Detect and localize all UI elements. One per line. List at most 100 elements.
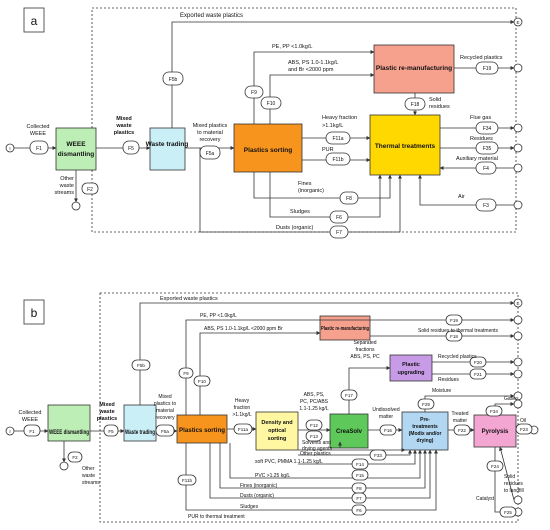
- flow-tag-b-f17: [340, 389, 358, 401]
- label-a-sludges: Sludges: [290, 209, 310, 215]
- flow-a-f1: F1: [36, 146, 42, 152]
- terminal-a-out-label: E: [516, 20, 519, 25]
- label-a-abs-1: ABS, PS 1.0-1.1kg/L: [288, 60, 338, 66]
- flow-b-f11a: F11a: [238, 427, 248, 432]
- flow-b-f1: F1: [29, 429, 35, 434]
- label-b-residues: Residues: [438, 377, 459, 383]
- label-b-separated-1: Separated: [353, 340, 376, 346]
- label-b-heavy-2: fraction: [234, 405, 251, 411]
- label-b-solid-landfill-1: Solid: [504, 474, 515, 480]
- flow-b-f14: F14: [356, 462, 364, 467]
- flow-a-f6: F6: [336, 215, 342, 221]
- flow-tag-b-f33: [369, 449, 387, 461]
- panel-a-label: a: [31, 14, 38, 28]
- flow-a-f19: F19: [483, 66, 492, 72]
- label-a-flue-gas: Flue gas: [470, 115, 491, 121]
- label-a-recovery-2: to material: [197, 130, 223, 136]
- flow-tag-a-f19: [475, 61, 499, 75]
- flow-tag-b-f1: [23, 424, 41, 437]
- box-a-weee-label: dismantling: [58, 151, 95, 158]
- label-b-undissolved-2: matter: [379, 414, 394, 420]
- flow-tag-b-f6: [351, 504, 367, 516]
- label-b-exported: Exported waste plastics: [160, 296, 218, 302]
- flow-b-f24: F24: [491, 464, 499, 469]
- label-b-mixed-1: Mixed: [99, 402, 115, 408]
- box-plastics-sorting: [233, 123, 303, 173]
- flow-tag-b-f5a: [155, 424, 175, 437]
- label-a-other-1: Other: [60, 176, 74, 182]
- box-b-pyrolysis-label: Pyrolysis: [482, 429, 509, 435]
- flow-tag-a-f1: [29, 140, 49, 155]
- flow-tag-b-f19: [445, 314, 463, 326]
- flow-b-f29: F29: [422, 402, 430, 407]
- flow-tag-b-f11a: [233, 423, 253, 435]
- flow-tag-b-f15: [351, 469, 369, 481]
- label-b-collected-1: Collected: [19, 410, 42, 416]
- flow-tag-a-f8: [339, 191, 359, 205]
- flow-a-f11a: F11a: [332, 136, 343, 142]
- flow-a-f18: F18: [411, 102, 420, 108]
- label-b-recovery-3: material: [156, 408, 174, 414]
- flow-b-f17: F17: [345, 393, 353, 398]
- terminal-b-in-label: I: [9, 429, 10, 434]
- label-b-other-2: waste: [82, 473, 95, 479]
- label-a-pur: PUR: [322, 147, 334, 153]
- label-a-fines-1: Fines: [298, 181, 312, 187]
- box-b-pretreat-label-3: (Modix and/or: [409, 431, 442, 437]
- label-b-abs-pc-3: 1.1-1.25 kg/L: [299, 406, 328, 412]
- box-b-pretreat-label-2: treatments: [412, 424, 438, 430]
- flow-tag-a-f35: [475, 141, 499, 155]
- terminal-in-b-f1: [5, 426, 15, 436]
- terminal-in-b-catalyst: [513, 495, 523, 505]
- label-b-recovery-4: recovery: [155, 415, 175, 421]
- label-b-treated-2: matter: [453, 418, 468, 424]
- flow-tag-b-f12: [305, 419, 323, 431]
- flow-tag-a-f4: [475, 161, 497, 175]
- terminal-out-a-f19: [513, 63, 523, 73]
- flow-a-f4: F4: [483, 166, 489, 172]
- flow-tag-b-f7: [351, 492, 367, 504]
- terminal-in-a-f4: [513, 163, 523, 173]
- flow-b-f19: F19: [450, 318, 458, 323]
- flow-tag-b-f5: [103, 424, 119, 437]
- label-b-solid-landfill-2: residues: [504, 481, 523, 487]
- terminal-out-b-f18: [513, 331, 523, 341]
- label-b-other-plastics: Other plastics: [300, 451, 331, 457]
- label-b-separated-2: fractions: [356, 347, 375, 353]
- flow-b-f25: F25: [504, 510, 512, 515]
- label-b-pur: PUR to thermal treatment: [188, 514, 245, 520]
- panel-b-label: b: [31, 306, 38, 320]
- box-a-remanufacturing-label: Plastic re-manufacturing: [376, 65, 452, 72]
- label-a-mixed-1: Mixed: [116, 116, 132, 122]
- label-a-auxiliary: Auxiliary material: [456, 156, 498, 162]
- box-b-trading-label: Waste trading: [125, 430, 155, 436]
- flow-tag-b-f34: [485, 405, 503, 417]
- terminal-out-b-f21: [513, 369, 523, 379]
- terminal-out-b-exported: [513, 298, 523, 308]
- label-b-collected-2: WEEE: [22, 417, 39, 423]
- panel-a: [5, 7, 523, 239]
- flow-tag-b-f21: [469, 368, 487, 380]
- terminal-out-b-gases: [513, 399, 523, 409]
- box-b-density-label-2: optical: [268, 428, 286, 434]
- box-b-remanufacturing-label: Plastic re-manufacturing: [321, 326, 369, 332]
- panel-b-label-box: [23, 299, 45, 325]
- flow-tag-b-f13: [305, 430, 323, 442]
- flow-tag-a-f18: [404, 97, 426, 111]
- flow-a-f7: F7: [336, 230, 342, 236]
- flow-a-f34: F34: [483, 126, 492, 132]
- flow-b-f9: F9: [183, 371, 189, 376]
- label-a-exported: Exported waste plastics: [180, 13, 243, 19]
- label-b-gases: Gases: [504, 396, 519, 402]
- flow-tag-b-f29: [417, 398, 435, 410]
- panel-a-label-box: [23, 7, 45, 33]
- label-b-abs-br: ABS, PS 1.0-1.1kg/L <2000 ppm Br: [204, 326, 283, 332]
- label-b-drying-agents: drying agents: [302, 446, 333, 452]
- flow-b-f15: F15: [356, 473, 364, 478]
- terminal-in-a-f3: [513, 200, 523, 210]
- label-b-dusts: Dusts (organic): [240, 493, 274, 499]
- label-b-mixed-2: waste: [98, 409, 114, 415]
- flow-a-f8: F8: [346, 196, 352, 202]
- box-b-upgrading-label-1: Plastic: [402, 362, 420, 368]
- flow-tag-a-f2: [81, 182, 99, 195]
